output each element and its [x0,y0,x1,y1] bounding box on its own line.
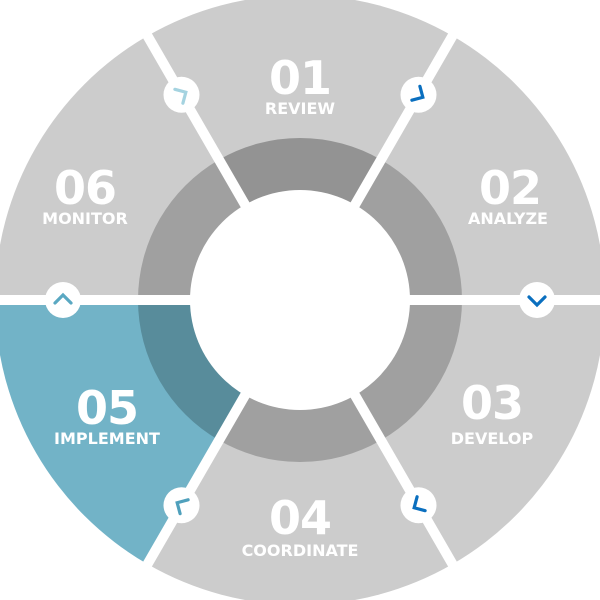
segment-label: MONITOR [42,209,128,228]
chevron-clockwise-icon [410,84,425,102]
arrow-badge-03-04 [400,487,437,524]
segment-label: IMPLEMENT [54,429,160,448]
arrow-badge-05-06 [45,282,81,318]
segment-number: 01 [269,51,331,105]
arrow-badge-circle [400,487,437,524]
arrow-badge-01-02 [400,76,437,113]
arrow-badge-circle [400,76,437,113]
arrow-badge-06-01 [163,76,200,113]
arrow-badge-circle [163,76,200,113]
segment-label: COORDINATE [242,541,359,560]
segment-number: 04 [269,491,331,545]
chevron-down-icon [527,295,547,308]
center-circle [190,190,410,410]
segment-number: 03 [461,376,523,430]
arrow-badge-circle [519,282,555,318]
chevron-clockwise-icon [412,495,427,513]
chevron-clockwise-icon [173,87,188,105]
segment-label: DEVELOP [451,429,534,448]
segment-label: REVIEW [265,99,336,118]
segment-label: ANALYZE [468,209,548,228]
arrow-badge-circle [45,282,81,318]
arrow-badge-02-03 [519,282,555,318]
segment-number: 05 [76,381,138,435]
chevron-clockwise-icon [175,498,190,516]
chevron-up-icon [53,292,73,305]
arrow-badge-circle [163,487,200,524]
segment-number: 02 [479,161,541,215]
arrow-badge-04-05 [163,487,200,524]
segment-number: 06 [54,161,116,215]
